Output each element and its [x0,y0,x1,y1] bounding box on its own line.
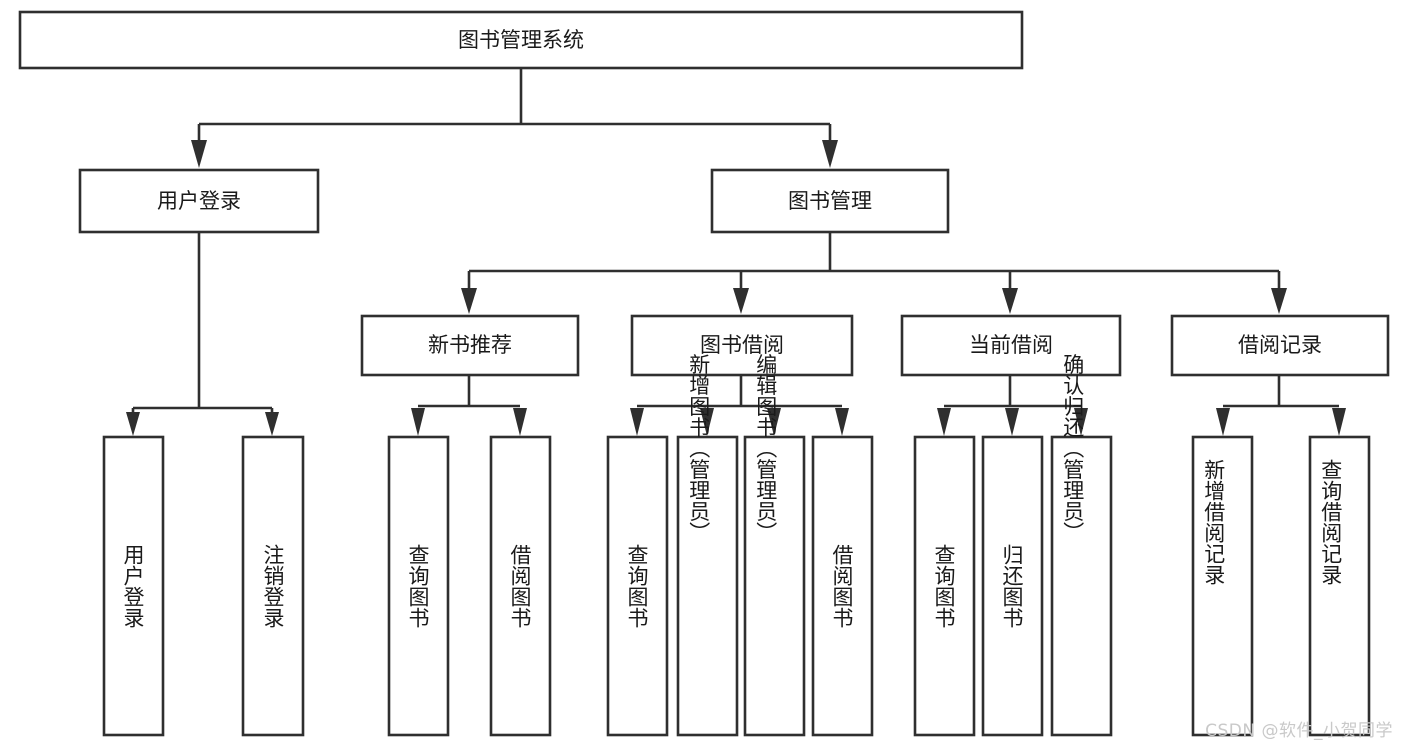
arrowhead-leaf-edit-book [767,408,781,436]
arrowhead-leaf-query-record [1332,408,1346,436]
node-leaf-return-book-box[interactable] [981,435,1044,737]
node-leaf-return-book-label: 归还图书 [1000,544,1024,628]
node-user-login[interactable]: 用户登录 [78,168,320,234]
connectors-user-login-to-leaves [126,233,279,436]
node-leaf-query-book-1[interactable]: 查询图书 [387,435,450,737]
node-root-label: 图书管理系统 [458,28,584,52]
node-leaf-query-record-box[interactable] [1308,435,1371,737]
node-leaf-query-book-2-box[interactable] [606,435,669,737]
node-leaf-query-record[interactable]: 查询借阅记录 [1308,435,1371,737]
node-leaf-add-record[interactable]: 新增借阅记录 [1191,435,1254,737]
node-leaf-query-book-3[interactable]: 查询图书 [913,435,976,737]
node-borrow-record-box[interactable] [1170,314,1390,377]
node-leaf-user-login[interactable]: 用户登录 [102,435,165,737]
arrowhead-leaf-query-book-1 [411,408,425,436]
node-leaf-user-logout-box[interactable] [241,435,305,737]
node-leaf-return-book[interactable]: 归还图书 [981,435,1044,737]
connectors-new-book-to-leaves [411,376,527,436]
node-root-box[interactable] [18,10,1024,70]
connectors-book-borrow-to-leaves [630,376,849,436]
node-user-login-label: 用户登录 [157,189,241,213]
arrowhead-current-borrow [1002,288,1018,314]
node-leaf-edit-book[interactable]: 编辑图书（管理员） [743,354,806,737]
node-book-manage-box[interactable] [710,168,950,234]
node-leaf-query-book-1-box[interactable] [387,435,450,737]
node-leaf-query-book-3-label: 查询图书 [932,544,956,628]
node-leaf-user-login-box[interactable] [102,435,165,737]
connectors-borrow-record-to-leaves [1216,376,1346,436]
arrowhead-leaf-add-record [1216,408,1230,436]
node-leaf-add-book-label: 新增图书（管理员） [687,354,711,543]
node-book-borrow-label: 图书借阅 [700,333,784,357]
node-leaf-confirm-return-box[interactable] [1050,435,1113,737]
node-book-manage[interactable]: 图书管理 [710,168,950,234]
node-leaf-borrow-book-2-label: 借阅图书 [830,544,854,628]
arrowhead-leaf-query-book-2 [630,408,644,436]
arrowhead-leaf-add-book [700,408,714,436]
arrowhead-leaf-borrow-book-1 [513,408,527,436]
arrowhead-leaf-borrow-book-2 [835,408,849,436]
node-leaf-user-logout-label: 注销登录 [261,544,285,628]
node-leaf-query-book-3-box[interactable] [913,435,976,737]
node-new-book-recommend[interactable]: 新书推荐 [360,314,580,377]
node-new-book-recommend-box[interactable] [360,314,580,377]
node-leaf-borrow-book-1-label: 借阅图书 [508,544,532,628]
connectors-root-to-level2 [191,68,838,168]
node-leaf-query-record-label: 查询借阅记录 [1319,459,1343,585]
node-leaf-user-logout[interactable]: 注销登录 [241,435,305,737]
node-leaf-confirm-return-label: 确认归还（管理员） [1061,354,1085,543]
node-leaf-edit-book-label: 编辑图书（管理员） [754,354,778,543]
arrowhead-leaf-query-book-3 [937,408,951,436]
arrowhead-leaf-user-logout [265,412,279,436]
node-leaf-borrow-book-2[interactable]: 借阅图书 [811,435,874,737]
node-book-borrow[interactable]: 图书借阅 [630,314,854,377]
node-leaf-add-record-label: 新增借阅记录 [1202,459,1226,585]
arrowhead-book-manage [822,140,838,168]
arrowhead-leaf-confirm-return [1074,408,1088,436]
node-leaf-query-book-2[interactable]: 查询图书 [606,435,669,737]
node-book-manage-label: 图书管理 [788,189,872,213]
node-leaf-add-record-box[interactable] [1191,435,1254,737]
node-user-login-box[interactable] [78,168,320,234]
arrowhead-book-borrow [733,288,749,314]
arrowhead-leaf-user-login [126,412,140,436]
node-leaf-borrow-book-1-box[interactable] [489,435,552,737]
node-current-borrow[interactable]: 当前借阅 [900,314,1122,377]
connectors-book-manage-to-level3 [461,233,1287,314]
arrowhead-new-book [461,288,477,314]
node-leaf-add-book[interactable]: 新增图书（管理员） [676,354,739,737]
node-leaf-user-login-label: 用户登录 [121,544,145,628]
node-leaf-borrow-book-2-box[interactable] [811,435,874,737]
node-root[interactable]: 图书管理系统 [18,10,1024,70]
node-leaf-edit-book-box[interactable] [743,435,806,737]
node-current-borrow-label: 当前借阅 [969,333,1053,357]
node-leaf-add-book-box[interactable] [676,435,739,737]
node-leaf-borrow-book-1[interactable]: 借阅图书 [489,435,552,737]
node-new-book-recommend-label: 新书推荐 [428,333,512,357]
arrowhead-leaf-return-book [1005,408,1019,436]
connectors-current-borrow-to-leaves [937,376,1088,436]
arrowhead-user-login [191,140,207,168]
node-book-borrow-box[interactable] [630,314,854,377]
node-leaf-confirm-return[interactable]: 确认归还（管理员） [1050,354,1113,737]
node-leaf-query-book-1-label: 查询图书 [406,544,430,628]
arrowhead-borrow-record [1271,288,1287,314]
node-borrow-record[interactable]: 借阅记录 [1170,314,1390,377]
node-leaf-query-book-2-label: 查询图书 [625,544,649,628]
node-current-borrow-box[interactable] [900,314,1122,377]
node-borrow-record-label: 借阅记录 [1238,333,1322,357]
